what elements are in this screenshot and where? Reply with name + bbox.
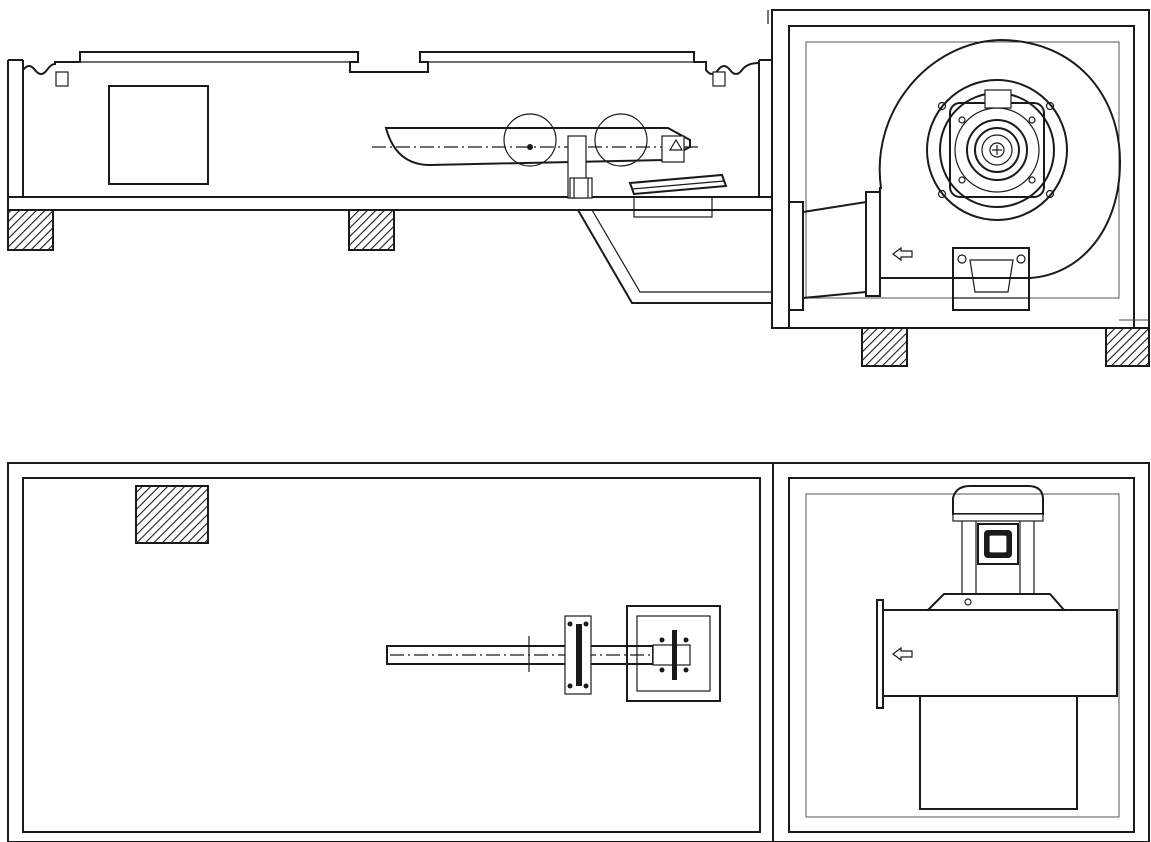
plan-view-fan-housing: [772, 462, 1150, 842]
plan-view-shaft: [386, 605, 721, 702]
left-arrow-icon: [892, 646, 913, 662]
support-foot: [861, 327, 908, 367]
support-foot: [348, 209, 395, 251]
conveyor-mechanism: [372, 113, 728, 218]
support-foot: [135, 485, 209, 544]
fan-housing-elevation: [767, 9, 1150, 329]
support-foot: [1105, 327, 1150, 367]
support-foot: [7, 209, 54, 251]
left-arrow-icon: [892, 246, 913, 262]
side-elevation-housing: [7, 51, 773, 211]
connecting-duct: [577, 209, 772, 304]
